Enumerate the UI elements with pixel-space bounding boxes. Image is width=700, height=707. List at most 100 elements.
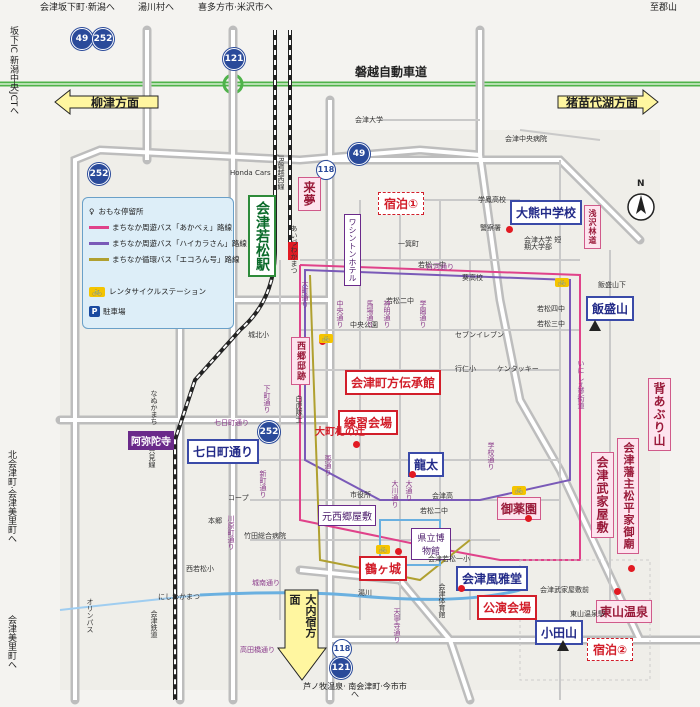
place-wakamatsu3: 若松三中 xyxy=(537,320,565,328)
place-hongo: 本郷 xyxy=(208,517,222,525)
banner-ouchi: 大内宿方面 xyxy=(288,594,317,638)
edge-sakashita-niigata: 会津坂下町·新潟へ xyxy=(40,3,115,13)
nishigo-tei-label: 西郷邸跡 xyxy=(291,337,310,385)
haikara-route xyxy=(304,268,571,501)
okuma-label: 大熊中学校 xyxy=(510,200,583,225)
place-ikkanomachi: 一箕町 xyxy=(398,240,419,248)
street-shimonomachi: 下町通り xyxy=(263,385,271,413)
edge-yugawa: 湯川村へ xyxy=(138,3,175,13)
parking-icon: P xyxy=(89,306,100,317)
place-nishiwakamatsu-shou: 西若松小 xyxy=(186,565,214,573)
place-yugawa: 湯川 xyxy=(358,589,372,597)
place-coop: コープ xyxy=(228,494,249,502)
koen-label: 公演会場 xyxy=(477,595,538,620)
banner-inawashiro: 猪苗代湖方面 xyxy=(565,96,638,110)
fugado-marker xyxy=(458,585,465,592)
north-arrow-icon: N xyxy=(637,179,645,189)
seabori-label: 背あぶり山 xyxy=(648,378,671,451)
legend-cycle: 🚲レンタサイクルステーション xyxy=(89,286,206,297)
stop-icon: ♀ xyxy=(89,207,95,216)
motonishigo-label: 元西郷屋敷 xyxy=(318,505,376,526)
edge-sakashita-ic: 坂下IC 新潟中央JCTへ xyxy=(8,26,18,116)
place-bukeyashiki-mae: 会津武家屋敷前 xyxy=(540,586,589,594)
place-seven-eleven: セブンイレブン xyxy=(455,331,504,339)
bukeyashiki-marker xyxy=(614,588,621,595)
haikara-swatch xyxy=(89,242,109,245)
street-jonan: 城南通り xyxy=(252,579,280,587)
place-wakamatsu1: 若松一中 xyxy=(418,261,446,269)
asabi-label: 浅沢林道 xyxy=(584,205,601,249)
place-olympus: オリンパス xyxy=(86,598,94,633)
place-aoi-high: 葵高校 xyxy=(462,274,483,282)
place-kentucky: ケンタッキー xyxy=(497,365,539,373)
akabe-swatch xyxy=(89,226,109,229)
ekoron-swatch xyxy=(89,258,109,261)
place-aizu-gym: 会津体育館 xyxy=(438,583,446,618)
route-shield-118b: 118 xyxy=(332,639,352,659)
place-jonan: 城北小 xyxy=(248,331,269,339)
place-wakamatsu4: 若松四中 xyxy=(537,305,565,313)
edge-aizumisato: 会津美里町へ xyxy=(6,615,16,669)
ohmachi-label: 大町札の辻 xyxy=(315,427,365,438)
tsurugajo-label: 鶴ヶ城 xyxy=(359,556,408,581)
line-banetsu-label: JR磐越西線 xyxy=(277,155,285,190)
banner-yanaizu: 柳津方面 xyxy=(90,96,139,110)
legend-box: ♀おもな停留所 まちなか周遊バス「あかべぇ」路線 まちなか周遊バス「ハイカラさん… xyxy=(82,197,247,329)
matsudaira-marker xyxy=(628,565,635,572)
place-aizu-kou: 会津高 xyxy=(432,492,453,500)
place-aizuwakamatsu-shou: 会津若松一小 xyxy=(428,555,470,563)
bicycle-station-icon: 🚲 xyxy=(376,545,390,554)
arrow-inawashiro-shape xyxy=(557,88,659,116)
place-gakuho: 学鳳高校 xyxy=(478,196,506,204)
bicycle-station-icon: 🚲 xyxy=(555,278,569,287)
raimu-label: 来夢 xyxy=(298,177,321,211)
okuma-marker xyxy=(506,226,513,233)
route-shield-252c: 252 xyxy=(258,421,280,443)
route-shield-121: 121 xyxy=(223,48,245,70)
place-aizu-chuo-hospital: 会津中央病院 xyxy=(505,135,547,143)
legend-haikara: まちなか周遊バス「ハイカラさん」路線 xyxy=(89,238,247,249)
aizuwakamatsu-station: 会津若松駅 xyxy=(248,195,276,277)
amidaji-label: 阿弥陀寺 xyxy=(128,431,174,450)
station-kana-aizuwakamatsu: あいづわかまつ xyxy=(290,225,298,274)
iimoriyama-label: 飯盛山 xyxy=(586,296,635,321)
place-keisatsu: 警察署 xyxy=(480,224,501,232)
street-ohmachi: 大町通り xyxy=(301,280,309,308)
place-higashiyama-stop: 東山温泉駅 xyxy=(570,610,605,618)
arrow-ouchi-shape xyxy=(277,589,327,681)
place-shiyakusho: 市役所 xyxy=(350,491,371,499)
washington-label: ワシントンホテル xyxy=(344,214,361,286)
street-chuo: 中央通り xyxy=(336,300,344,328)
matsudaira-label: 会津藩主松平家御廟 xyxy=(617,438,639,554)
station-kana-nishiwakamatsu: にしわかまつ xyxy=(158,593,200,601)
street-kanmachi: 神明通り xyxy=(383,300,391,328)
bicycle-station-icon: 🚲 xyxy=(319,334,333,343)
route-shield-49b: 49 xyxy=(348,143,370,165)
street-shirokita: 白河通り xyxy=(426,263,454,271)
route-shield-121b: 121 xyxy=(330,657,352,679)
iimoriyama-mountain-icon xyxy=(589,320,601,331)
edge-ashinomaki: 芦ノ牧温泉· 南会津町·今市市へ xyxy=(303,682,407,699)
place-aizu-univ: 会津大学 xyxy=(355,116,383,124)
place-gyokou: 行仁小 xyxy=(455,365,476,373)
street-kuri: 栗通り xyxy=(324,455,332,476)
place-hondacars: Honda Cars xyxy=(230,169,271,177)
shukuhaku2-label: 宿泊② xyxy=(587,638,634,661)
route-shield-252: 252 xyxy=(92,28,114,50)
street-iizaka: いにしえ夢街道 xyxy=(577,360,585,409)
nanukamachi-label: 七日町通り xyxy=(187,439,260,464)
station-kana-nanukamachi: なぬかまち xyxy=(150,390,158,425)
place-chuo-park: 中央公園 xyxy=(350,321,378,329)
bicycle-station-icon: 🚲 xyxy=(512,486,526,495)
aizu-railway-label: 会津鉄道 xyxy=(150,610,158,638)
street-bajo: 馬場通り xyxy=(366,300,374,328)
street-shinmachi: 新町通り xyxy=(259,470,267,498)
akabe-route xyxy=(299,264,581,561)
gyoyakuen-label: 御薬園 xyxy=(497,497,542,520)
tsurugajo-marker xyxy=(395,548,402,555)
arrow-yanaizu-shape xyxy=(54,88,159,116)
ryuta-marker xyxy=(409,471,416,478)
odayama-mountain-icon xyxy=(557,640,569,651)
fugado-label: 会津風雅堂 xyxy=(456,566,529,591)
